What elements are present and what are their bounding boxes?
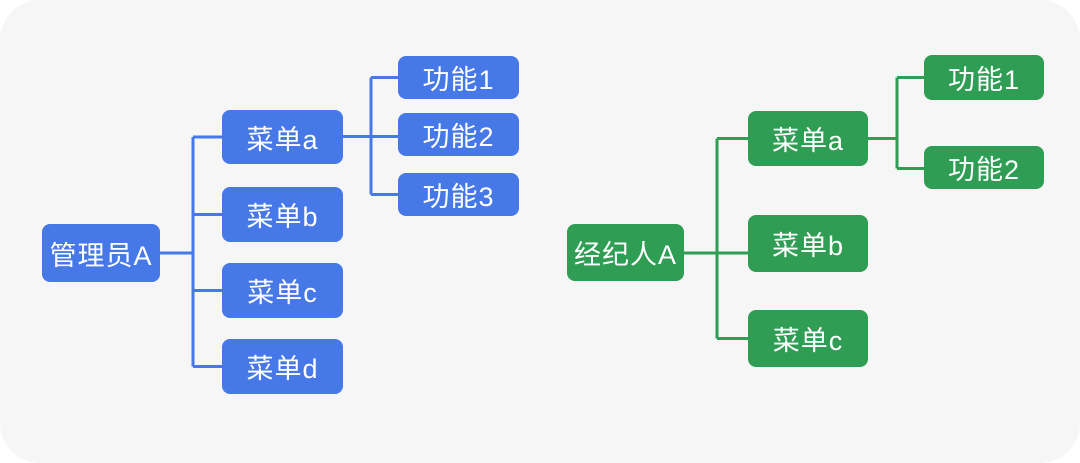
node-admin-menu-d: 菜单d [222, 339, 343, 394]
node-admin-func-1: 功能1 [398, 56, 519, 99]
node-broker-func-1: 功能1 [924, 55, 1044, 100]
node-broker-menu-c: 菜单c [748, 310, 868, 367]
node-broker-menu-b: 菜单b [748, 215, 868, 272]
node-admin-func-2: 功能2 [398, 113, 519, 156]
node-broker-func-2: 功能2 [924, 146, 1044, 189]
node-admin-menu-b: 菜单b [222, 187, 343, 242]
node-admin-root: 管理员A [42, 224, 160, 282]
node-broker-root: 经纪人A [567, 224, 684, 281]
node-admin-menu-a: 菜单a [222, 110, 343, 164]
node-broker-menu-a: 菜单a [748, 111, 868, 166]
node-admin-func-3: 功能3 [398, 173, 519, 216]
node-admin-menu-c: 菜单c [222, 263, 343, 318]
